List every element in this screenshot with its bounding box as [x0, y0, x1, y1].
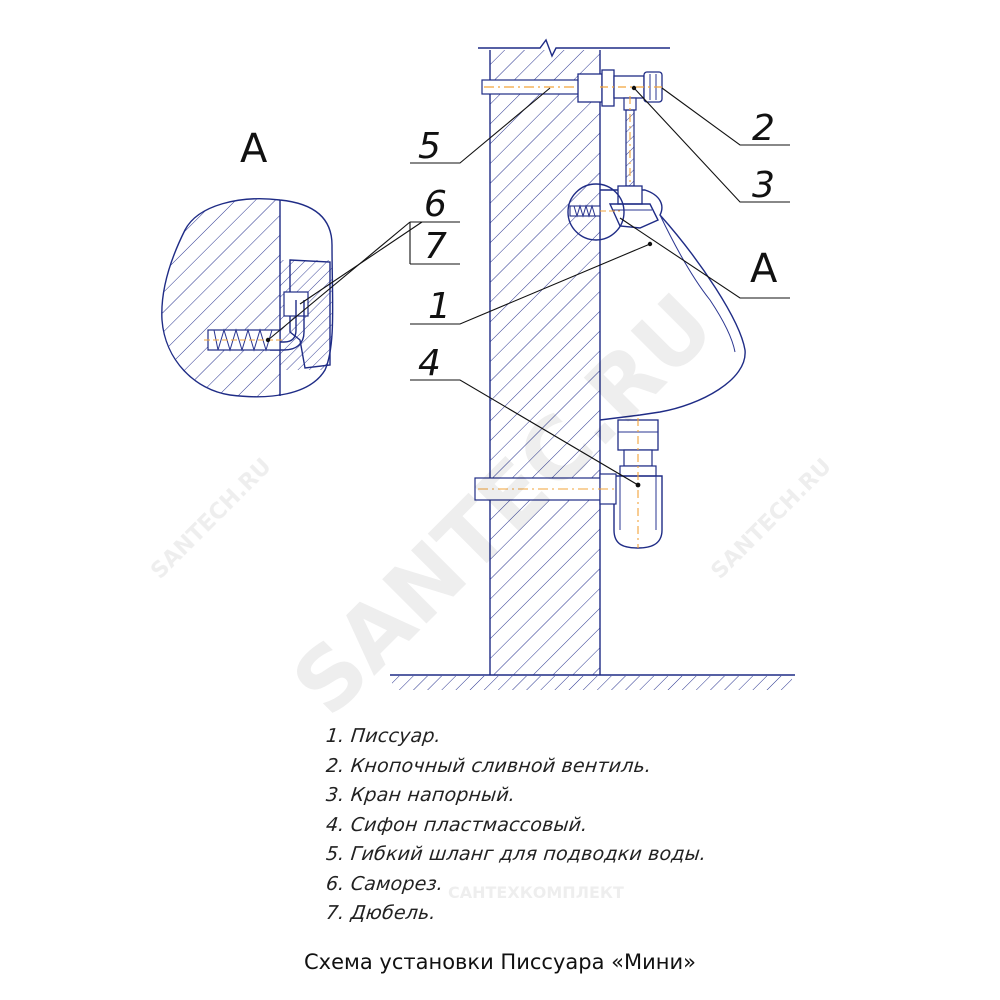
legend-item-1: 1. Писсуар. [324, 725, 443, 747]
diagram-caption: Схема установки Писсуара «Мини» [304, 950, 696, 974]
legend-item-2: 2. Кнопочный сливной вентиль. [324, 754, 653, 777]
legend-item-4: 4. Сифон пластмассовый. [324, 813, 589, 836]
siphon [474, 418, 663, 549]
flush-valve [577, 69, 665, 190]
callout-3: 3 [752, 165, 775, 206]
callout-1: 1 [428, 286, 451, 327]
callout-labels: 5 2 3 A 1 4 6 7 A [240, 108, 778, 384]
supply-hose [481, 79, 583, 95]
watermark-small-right: SANTECH.RU [707, 454, 837, 584]
legend-item-5: 5. Гибкий шланг для подводки воды. [324, 843, 708, 865]
callout-4: 4 [418, 343, 441, 384]
leader-lines [267, 87, 790, 486]
wall-section [478, 38, 670, 675]
urinal [567, 183, 746, 421]
parts-legend: 1. Писсуар. 2. Кнопочный сливной вентиль… [324, 722, 786, 929]
callout-detail-main: A [750, 246, 778, 292]
callout-detail-view: A [240, 126, 268, 172]
legend-item-3: 3. Кран напорный. [324, 784, 517, 806]
callout-5: 5 [418, 126, 441, 167]
watermark-small-left: SANTECH.RU [147, 454, 277, 584]
legend-item-7: 7. Дюбель. [324, 902, 438, 924]
watermark-company: САНТЕХКОМПЛЕКТ [448, 883, 624, 902]
callout-7: 7 [424, 226, 447, 267]
detail-view-a [161, 198, 334, 398]
callout-2: 2 [752, 108, 775, 149]
callout-6: 6 [424, 184, 447, 225]
legend-item-6: 6. Саморез. [324, 872, 445, 895]
floor [390, 674, 795, 690]
